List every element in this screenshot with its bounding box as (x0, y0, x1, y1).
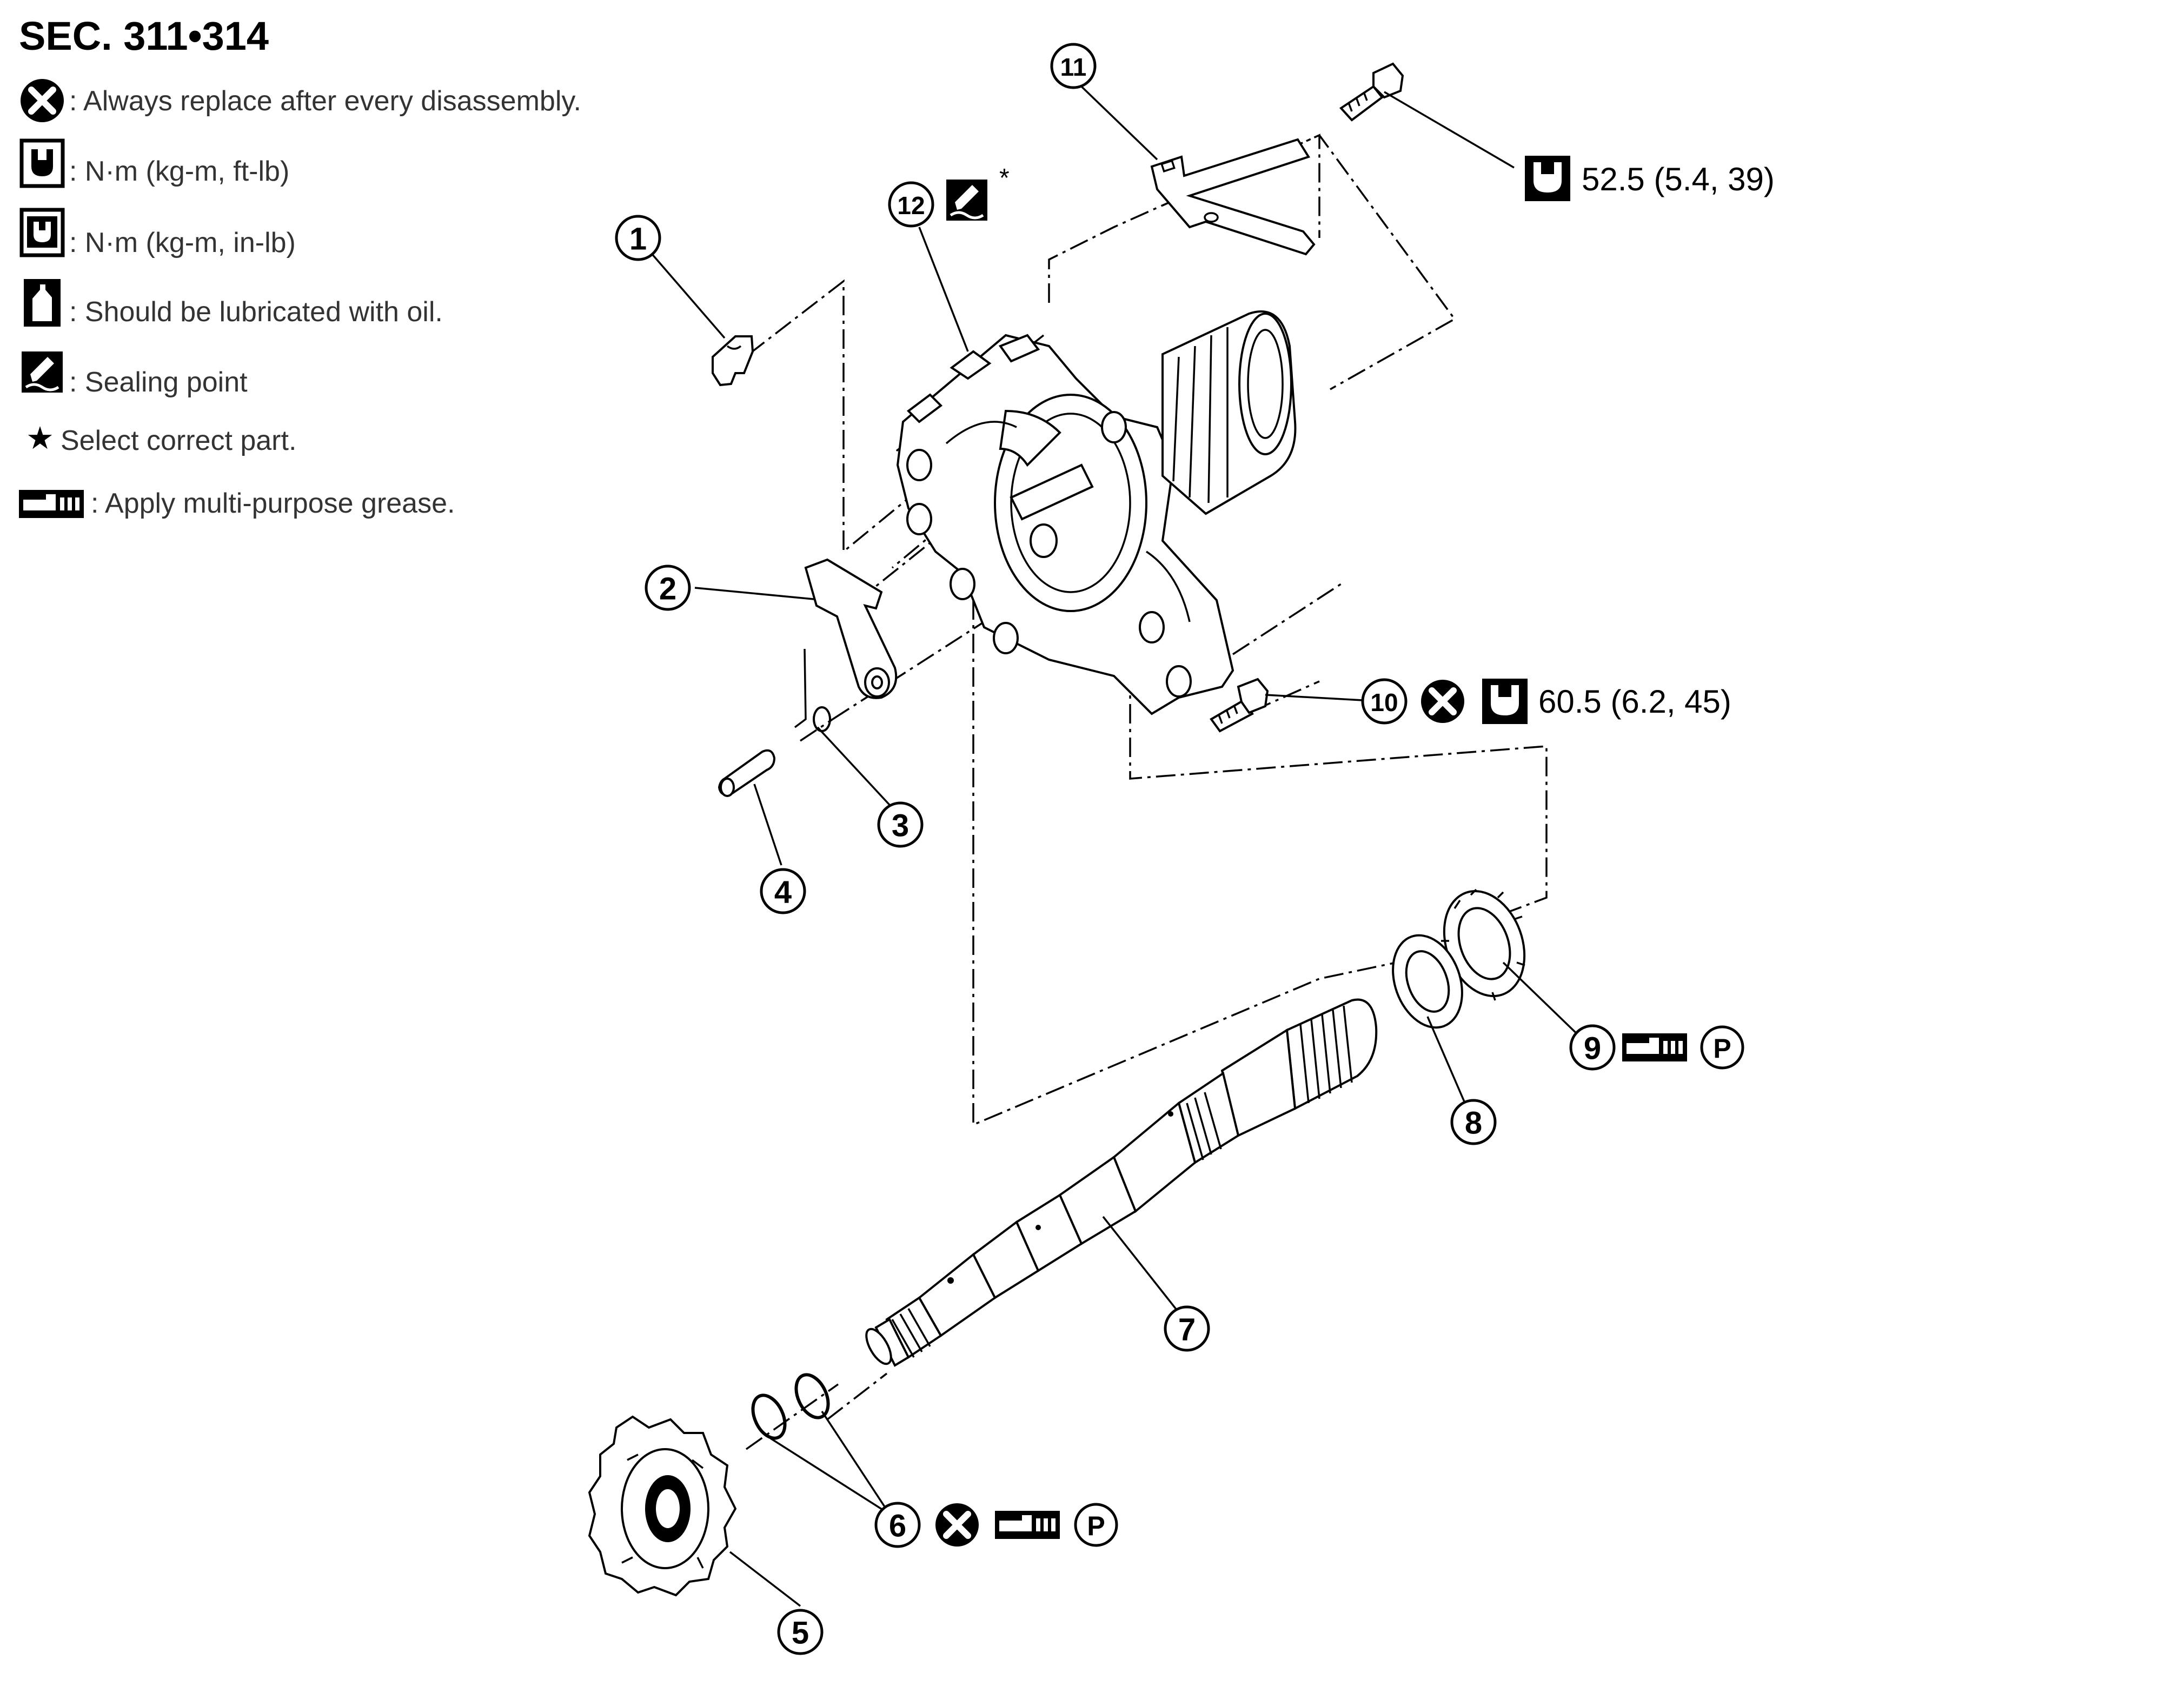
legend-text-torque-inlb: : N·m (kg-m, in-lb) (69, 227, 296, 258)
callout-7: 7 (1164, 1305, 1210, 1352)
grease-icon (19, 490, 84, 518)
spec-callout-12: * (946, 164, 1010, 221)
legend-row-replace: : Always replace after every disassembly… (21, 79, 581, 122)
part-3-ring (794, 648, 831, 732)
torque-ftlb-icon (1482, 679, 1528, 724)
sealing-icon (946, 180, 987, 221)
svg-text:4: 4 (774, 875, 792, 910)
torque-inlb-icon (19, 208, 65, 257)
svg-text:12: 12 (897, 191, 925, 220)
replace-icon (935, 1503, 979, 1547)
p-mark-icon (1074, 1503, 1118, 1547)
callout-9: 9 (1569, 1024, 1616, 1071)
part-6-snap-rings (751, 1373, 830, 1440)
part-4-pin (718, 749, 776, 797)
svg-text:2: 2 (659, 572, 676, 607)
svg-text:11: 11 (1060, 53, 1087, 81)
legend-text-torque-ftlb: : N·m (kg-m, ft-lb) (69, 156, 289, 187)
star-icon: ★ (26, 421, 54, 456)
callout-4: 4 (760, 868, 806, 914)
callout-2: 2 (645, 565, 691, 611)
callout-3: 3 (877, 801, 924, 848)
oil-icon (24, 279, 61, 327)
grease-icon (1622, 1033, 1687, 1061)
assembly-guide-lines (745, 134, 1548, 1450)
transfer-housing (896, 310, 1297, 715)
grease-icon (995, 1511, 1060, 1539)
svg-text:8: 8 (1465, 1106, 1482, 1141)
part-1-clip (712, 335, 754, 387)
part-8-washer (1392, 934, 1463, 1029)
callout-leaders (637, 85, 1585, 1607)
svg-text:3: 3 (892, 808, 909, 844)
p-mark-icon (1700, 1025, 1744, 1070)
callout-10: 10 (1361, 678, 1408, 725)
bolt-11 (1339, 62, 1404, 122)
bolt-10 (1210, 678, 1269, 733)
spec-bolt-10: 60.5 (6.2, 45) (1421, 679, 1731, 724)
legend-row-oil: : Should be lubricated with oil. (24, 279, 443, 328)
legend-text-oil: : Should be lubricated with oil. (69, 296, 443, 328)
torque-ftlb-icon (19, 138, 65, 188)
legend-row-sealing: : Sealing point (22, 351, 248, 398)
torque-value-10: 60.5 (6.2, 45) (1538, 683, 1731, 720)
spec-part-9: P (1622, 1025, 1744, 1070)
svg-text:P: P (1713, 1033, 1731, 1064)
callout-5: 5 (777, 1609, 824, 1655)
section-title: SEC. 311•314 (19, 14, 269, 58)
callout-12: 12 (888, 181, 934, 228)
callout-6: 6 (874, 1502, 921, 1548)
legend-row-torque-ftlb: : N·m (kg-m, ft-lb) (19, 138, 289, 188)
callout-1: 1 (615, 215, 661, 261)
part-7-mainshaft (865, 998, 1378, 1367)
callout-8: 8 (1450, 1099, 1497, 1145)
spec-part-6: P (935, 1503, 1118, 1547)
torque-value-11: 52.5 (5.4, 39) (1582, 161, 1775, 197)
spec-bolt-11: 52.5 (5.4, 39) (1525, 156, 1775, 201)
legend-text-replace: : Always replace after every disassembly… (69, 85, 581, 117)
svg-text:10: 10 (1370, 688, 1398, 716)
svg-text:1: 1 (629, 222, 647, 257)
callout-11: 11 (1050, 43, 1097, 89)
sealing-icon (22, 351, 63, 393)
legend-row-grease: : Apply multi-purpose grease. (19, 488, 455, 519)
legend-text-sealing: : Sealing point (69, 367, 248, 398)
legend-text-star: Select correct part. (61, 425, 296, 456)
svg-text:P: P (1087, 1511, 1105, 1541)
part-5-sprocket (588, 1415, 737, 1597)
svg-text:5: 5 (792, 1616, 809, 1651)
torque-ftlb-icon (1525, 156, 1570, 201)
asterisk-mark: * (999, 164, 1010, 193)
part-11-bracket (1150, 138, 1316, 256)
replace-icon (1421, 680, 1464, 723)
replace-icon (21, 79, 64, 122)
part-2-lever (804, 558, 898, 699)
legend-text-grease: : Apply multi-purpose grease. (91, 488, 455, 519)
legend-row-torque-inlb: : N·m (kg-m, in-lb) (19, 208, 296, 258)
svg-text:7: 7 (1178, 1312, 1196, 1348)
svg-text:9: 9 (1584, 1031, 1601, 1066)
svg-text:6: 6 (889, 1509, 906, 1544)
legend-row-star: ★ Select correct part. (26, 421, 296, 456)
